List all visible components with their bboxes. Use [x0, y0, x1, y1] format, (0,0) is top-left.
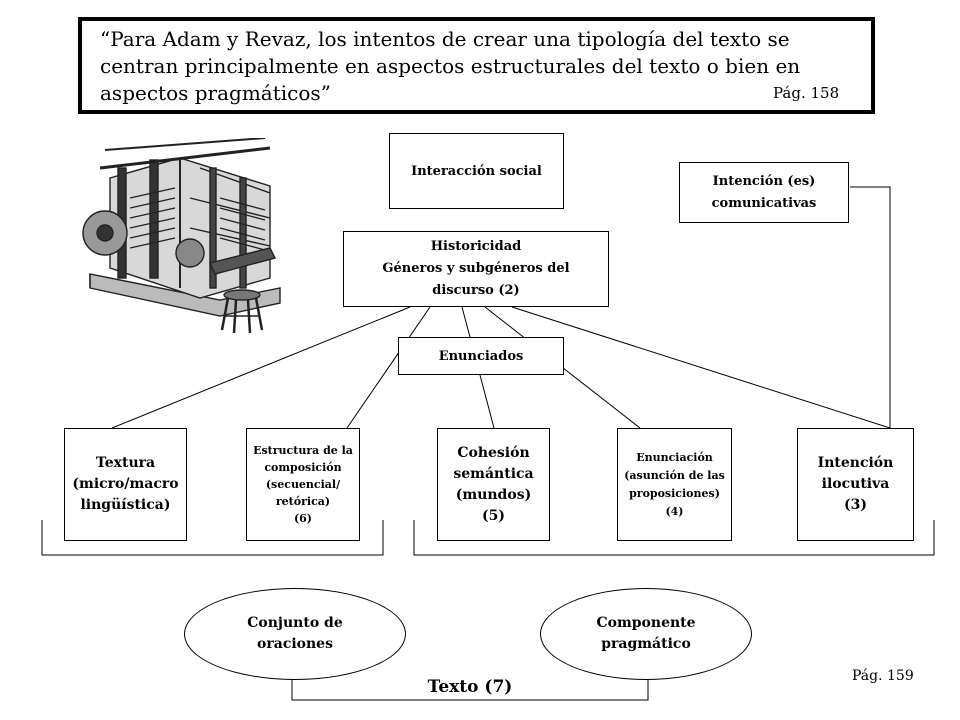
node-cohesion: Cohesión semántica (mundos) (5)	[437, 428, 550, 541]
node-cohesion-line3: (mundos)	[455, 486, 532, 503]
bracket-left	[41, 520, 384, 556]
ellipse-conjunto-line2: oraciones	[257, 636, 333, 652]
node-ilocutiva-line3: (3)	[843, 497, 867, 513]
node-intencion-ilocutiva: Intención ilocutiva (3)	[797, 428, 914, 541]
node-cohesion-line2: semántica	[453, 465, 534, 482]
node-intencion-line1: Intención (es)	[712, 173, 816, 189]
ellipse-conjunto-oraciones: Conjunto de oraciones	[184, 588, 406, 680]
node-textura-line3: lingüística)	[80, 497, 171, 513]
node-textura-line1: Textura	[95, 455, 156, 471]
line-to-ilocutiva	[511, 306, 891, 429]
node-enunciados: Enunciados	[398, 337, 564, 375]
ellipse-conjunto-line1: Conjunto de	[247, 615, 343, 631]
node-textura: Textura (micro/macro lingüística)	[64, 428, 187, 541]
node-enunciados-label: Enunciados	[438, 348, 524, 364]
node-enunciacion-line2: (asunción de las	[624, 468, 725, 482]
ellipse-componente-pragmatico: Componente pragmático	[540, 588, 752, 680]
texto-label: Texto (7)	[427, 677, 513, 697]
bracket-texto	[291, 680, 649, 701]
node-estructura-line1: Estructura de la	[253, 444, 353, 457]
node-estructura: Estructura de la composición (secuencial…	[246, 428, 360, 541]
node-cohesion-line1: Cohesión	[457, 444, 530, 461]
node-cohesion-line4: (5)	[481, 507, 505, 524]
node-historicidad-line2: Géneros y subgéneros del	[382, 261, 570, 276]
node-enunciacion-line4: (4)	[665, 504, 684, 518]
ellipse-componente-line2: pragmático	[601, 636, 691, 652]
node-estructura-line5: (6)	[293, 512, 313, 525]
node-enunciacion: Enunciación (asunción de las proposicion…	[617, 428, 732, 541]
page-bottom-label: Pág. 159	[852, 668, 914, 684]
node-estructura-line2: composición	[264, 461, 342, 474]
node-enunciacion-line3: proposiciones)	[629, 486, 720, 500]
ellipse-componente-line1: Componente	[596, 615, 696, 631]
line-intencion-to-ilocutiva	[850, 186, 891, 428]
line-to-estructura	[346, 306, 431, 429]
node-ilocutiva-line1: Intención	[817, 455, 894, 471]
line-to-textura	[111, 306, 411, 429]
node-estructura-line3: (secuencial/	[265, 478, 341, 491]
printing-press-illustration	[82, 138, 281, 334]
node-interaccion-social: Interacción social	[389, 133, 564, 209]
node-intencion-line2: comunicativas	[711, 195, 817, 211]
quote-page-label: Pág. 158	[773, 84, 840, 102]
node-ilocutiva-line2: ilocutiva	[821, 476, 890, 492]
quote-box	[78, 17, 875, 114]
node-estructura-line4: retórica)	[275, 495, 331, 508]
node-interaccion-label: Interacción social	[411, 163, 542, 179]
bracket-right	[413, 520, 935, 556]
node-textura-line2: (micro/macro	[72, 476, 179, 492]
node-historicidad-line3: discurso (2)	[432, 283, 520, 298]
node-historicidad: Historicidad Géneros y subgéneros del di…	[343, 231, 609, 307]
node-intencion-comunicativas: Intención (es) comunicativas	[679, 162, 849, 223]
quote-text: “Para Adam y Revaz, los intentos de crea…	[100, 27, 801, 105]
node-historicidad-line1: Historicidad	[430, 239, 522, 254]
node-enunciacion-line1: Enunciación	[636, 450, 713, 464]
